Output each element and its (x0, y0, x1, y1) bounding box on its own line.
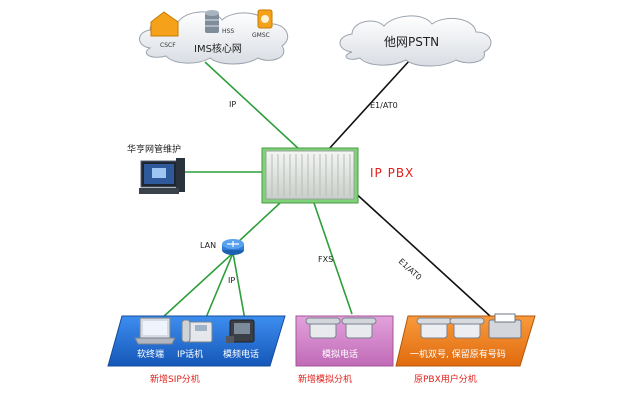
analog-extension-box: 模拟电话 新增模拟分机 (295, 315, 394, 385)
lan-label: LAN (200, 241, 216, 250)
legacy-phone-icon-1 (416, 317, 452, 339)
management-pc: 华亨网管维护 (127, 143, 185, 194)
e1-link-pstn (327, 59, 411, 151)
legacy-extension-box: 一机双号, 保留原有号码 原PBX用户分机 (395, 313, 536, 385)
legacy-phone-icon-2 (449, 317, 485, 339)
lan-to-ipphone (204, 252, 234, 321)
ip-top-label: IP (229, 100, 236, 109)
lan-to-softphone (161, 252, 234, 319)
sip-item-softphone: 软终端 (137, 348, 164, 360)
ip-phone-icon (181, 319, 213, 343)
fax-machine-icon (488, 313, 522, 339)
sip-extension-box: 软终端 IP话机 模频电话 新增SIP分机 (107, 315, 286, 385)
legacy-item-label: 一机双号, 保留原有号码 (410, 348, 506, 360)
gmsc-icon (257, 9, 273, 29)
analog-item-label: 模拟电话 (322, 348, 358, 360)
hss-label: HSS (222, 28, 234, 35)
ip-pbx: IP PBX (261, 147, 414, 204)
ip-lan-label: IP (228, 276, 235, 285)
gmsc-label: GMSC (252, 32, 270, 39)
video-phone-icon (226, 319, 255, 343)
mgmt-label: 华亨网管维护 (127, 143, 181, 155)
cscf-label: CSCF (160, 42, 176, 49)
fxs-label: FXS (318, 255, 333, 264)
links (161, 59, 491, 321)
sip-caption: 新增SIP分机 (150, 373, 200, 385)
pbx-card-slots (271, 154, 351, 196)
laptop-icon (134, 317, 176, 345)
ims-cloud: CSCF HSS GMSC IMS核心网 (139, 9, 289, 65)
e1-bottom-label: E1/AT0 (397, 257, 424, 282)
computer-icon (139, 158, 185, 194)
router-icon (222, 239, 244, 255)
pbx-label: IP PBX (370, 166, 414, 180)
ims-label: IMS核心网 (194, 42, 242, 55)
sip-item-video-phone: 模频电话 (223, 348, 259, 360)
analog-phone-icon-1 (305, 317, 341, 339)
e1-link-legacy (351, 189, 491, 317)
legacy-caption: 原PBX用户分机 (414, 373, 477, 385)
e1-top-label: E1/AT0 (370, 101, 398, 110)
lan-router: LAN (200, 239, 244, 255)
ip-link-ims (204, 61, 301, 151)
lan-link (236, 202, 281, 244)
cscf-icon (150, 11, 179, 37)
analog-phone-icon-2 (341, 317, 377, 339)
sip-item-ip-phone: IP话机 (177, 348, 203, 360)
pstn-cloud: 他网PSTN (339, 15, 492, 67)
hss-database-icon (205, 10, 219, 33)
lan-to-videophone (232, 252, 246, 321)
analog-caption: 新增模拟分机 (298, 373, 352, 385)
fxs-link (313, 202, 353, 315)
pstn-label: 他网PSTN (384, 35, 439, 49)
